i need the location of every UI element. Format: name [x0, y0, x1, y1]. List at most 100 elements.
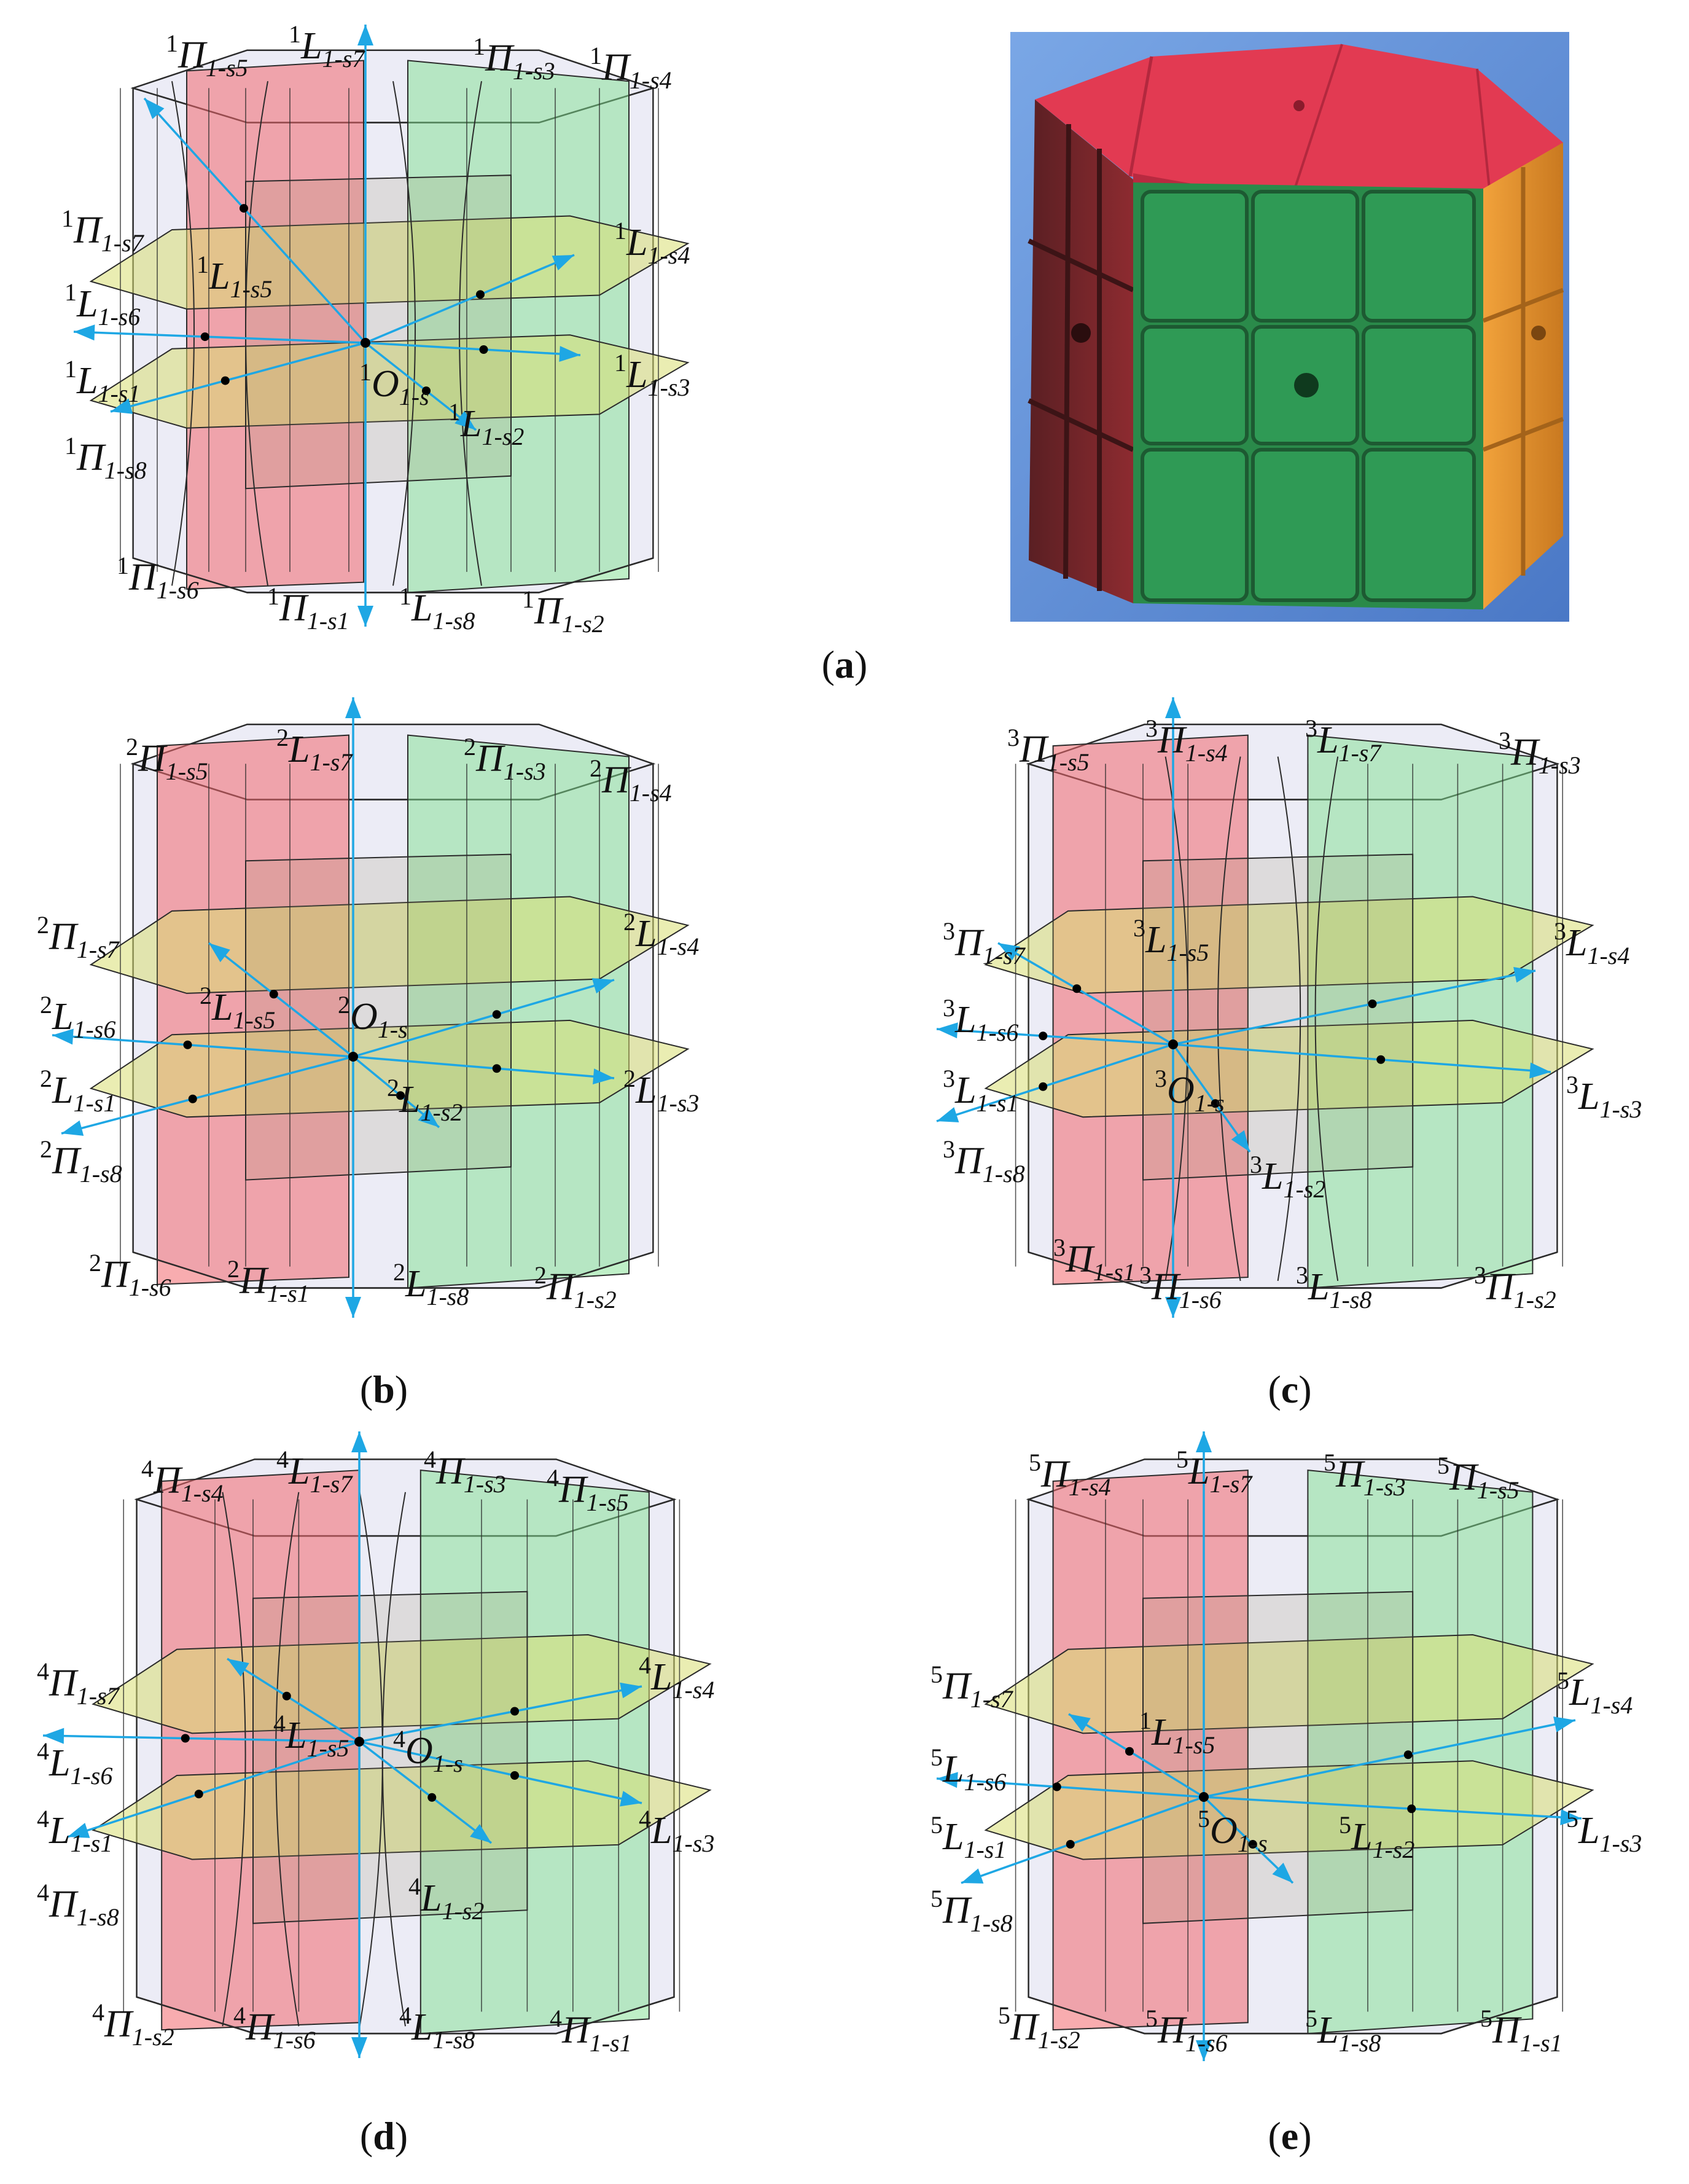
label-P8: 2Π1-s8: [40, 1135, 122, 1188]
plane-point-0: [282, 1691, 291, 1701]
label-L1: 5L1-s1: [930, 1811, 1006, 1863]
label-L3: 4L1-s3: [639, 1805, 714, 1857]
label-P4: 5Π1-s4: [1029, 1449, 1111, 1501]
center-point: [1199, 1792, 1209, 1802]
axis-ray-2: [359, 1685, 642, 1743]
axis-down-head: [351, 2037, 367, 2058]
caption-e: (e): [1268, 2114, 1312, 2158]
caption-a: (a): [821, 643, 868, 686]
axis-ray-2-head: [1553, 1716, 1575, 1732]
axis-ray-2: [1172, 969, 1536, 1046]
axis-ray-1-head: [43, 1728, 64, 1744]
label-P2: 5Π1-s2: [998, 2002, 1080, 2054]
axis-ray-4: [67, 1740, 360, 1838]
label-P6: 3Π1-s6: [1139, 1261, 1222, 1313]
axis-ray-3-head: [1560, 1809, 1582, 1826]
axis-ray-4: [61, 1055, 354, 1135]
label-L6: 2L1-s6: [40, 991, 115, 1043]
label-L8: 1L1-s8: [399, 582, 475, 635]
prism-geometry: [89, 49, 690, 593]
label-L6: 1L1-s6: [64, 278, 140, 331]
axis-ray-1: [42, 1734, 360, 1743]
label-L6: 3L1-s6: [943, 994, 1018, 1046]
label-P3: 4Π1-s3: [424, 1446, 506, 1498]
label-P2: 2Π1-s2: [534, 1261, 617, 1313]
axis-ray-5: [358, 1740, 493, 1844]
axis-ray-5-head: [470, 1823, 491, 1843]
center-point: [1168, 1039, 1178, 1049]
label-P6: 1Π1-s6: [117, 552, 199, 604]
diagram-e: 5Π1-s45L1-s75Π1-s35Π1-s55Π1-s75L1-s41L1-…: [930, 1431, 1642, 2061]
plane-point-2: [476, 290, 485, 299]
label-P7: 4Π1-s7: [37, 1658, 120, 1710]
axis-ray-2-head: [591, 978, 614, 994]
label-P2: 1Π1-s2: [522, 585, 604, 638]
label-P4: 4Π1-s4: [141, 1455, 224, 1507]
axis-ray-5: [1172, 1043, 1251, 1153]
plane-point-3: [510, 1771, 519, 1780]
axis-ray-1-head: [937, 1772, 958, 1788]
axis-ray-2: [1203, 1719, 1576, 1798]
label-P2: 3Π1-s2: [1474, 1261, 1556, 1313]
label-O: 3O1-s: [1155, 1065, 1225, 1117]
axis-ray-0: [227, 1658, 360, 1743]
axis-ray-3: [1203, 1796, 1582, 1820]
label-P3: 1Π1-s3: [473, 33, 555, 85]
plane-point-2: [1403, 1750, 1413, 1759]
label-L1: 2L1-s1: [40, 1065, 115, 1117]
axis-ray-5-head: [1231, 1130, 1250, 1152]
label-L8: 4L1-s8: [399, 2002, 475, 2054]
label-P6: 4Π1-s6: [233, 2002, 316, 2054]
label-L7: 2L1-s7: [276, 724, 353, 776]
label-P7: 3Π1-s7: [943, 917, 1026, 969]
axis-down-head: [1165, 1297, 1181, 1318]
plane-point-4: [1039, 1082, 1048, 1091]
label-P7: 2Π1-s7: [37, 911, 120, 963]
label-P3: 3Π1-s3: [1499, 727, 1581, 779]
label-P4: 2Π1-s4: [590, 754, 672, 807]
label-L8: 2L1-s8: [393, 1258, 469, 1310]
plane-point-4: [1066, 1840, 1075, 1849]
label-P8: 4Π1-s8: [37, 1879, 119, 1931]
label-P4: 1Π1-s4: [590, 42, 672, 94]
plane-point-2: [492, 1010, 501, 1019]
axis-ray-4-head: [61, 1120, 84, 1136]
plane-point-2: [510, 1707, 519, 1716]
plane-point-1: [1052, 1782, 1061, 1791]
axis-ray-3: [353, 1055, 615, 1079]
label-P7: 5Π1-s7: [930, 1661, 1014, 1713]
label-P1: 1Π1-s1: [267, 582, 349, 635]
plane-point-0: [1125, 1747, 1134, 1756]
label-O: 1O1-s: [359, 358, 429, 410]
label-L3: 2L1-s3: [623, 1065, 699, 1117]
axis-ray-3: [359, 1740, 642, 1804]
label-L4: 5L1-s4: [1557, 1667, 1632, 1719]
plane-point-3: [1376, 1055, 1386, 1064]
axis-ray-4-head: [68, 1823, 90, 1838]
axis-up-head: [1165, 697, 1181, 718]
axis-ray-4-head: [961, 1868, 984, 1884]
label-L5: 1L1-s5: [197, 251, 272, 303]
label-P3: 2Π1-s3: [464, 733, 546, 785]
axis-ray-4: [961, 1796, 1204, 1884]
plane-point-0: [269, 990, 278, 999]
axis-ray-5: [364, 342, 477, 431]
label-L4: 1L1-s4: [614, 217, 690, 269]
label-P1: 5Π1-s1: [1480, 2005, 1562, 2057]
label-L5: 1L1-s5: [1139, 1707, 1215, 1759]
plane-point-3: [1407, 1804, 1416, 1814]
label-O: 2O1-s: [338, 991, 408, 1043]
axis-ray-0: [208, 942, 354, 1058]
label-O: 5O1-s: [1198, 1805, 1268, 1857]
plane-point-1: [1039, 1031, 1048, 1041]
axis-ray-2-head: [552, 255, 574, 271]
label-L1: 3L1-s1: [943, 1065, 1018, 1117]
label-L4: 2L1-s4: [623, 908, 699, 960]
plane-point-1: [200, 332, 209, 342]
axis-ray-1: [52, 1034, 354, 1058]
axis-ray-0-head: [227, 1659, 249, 1677]
